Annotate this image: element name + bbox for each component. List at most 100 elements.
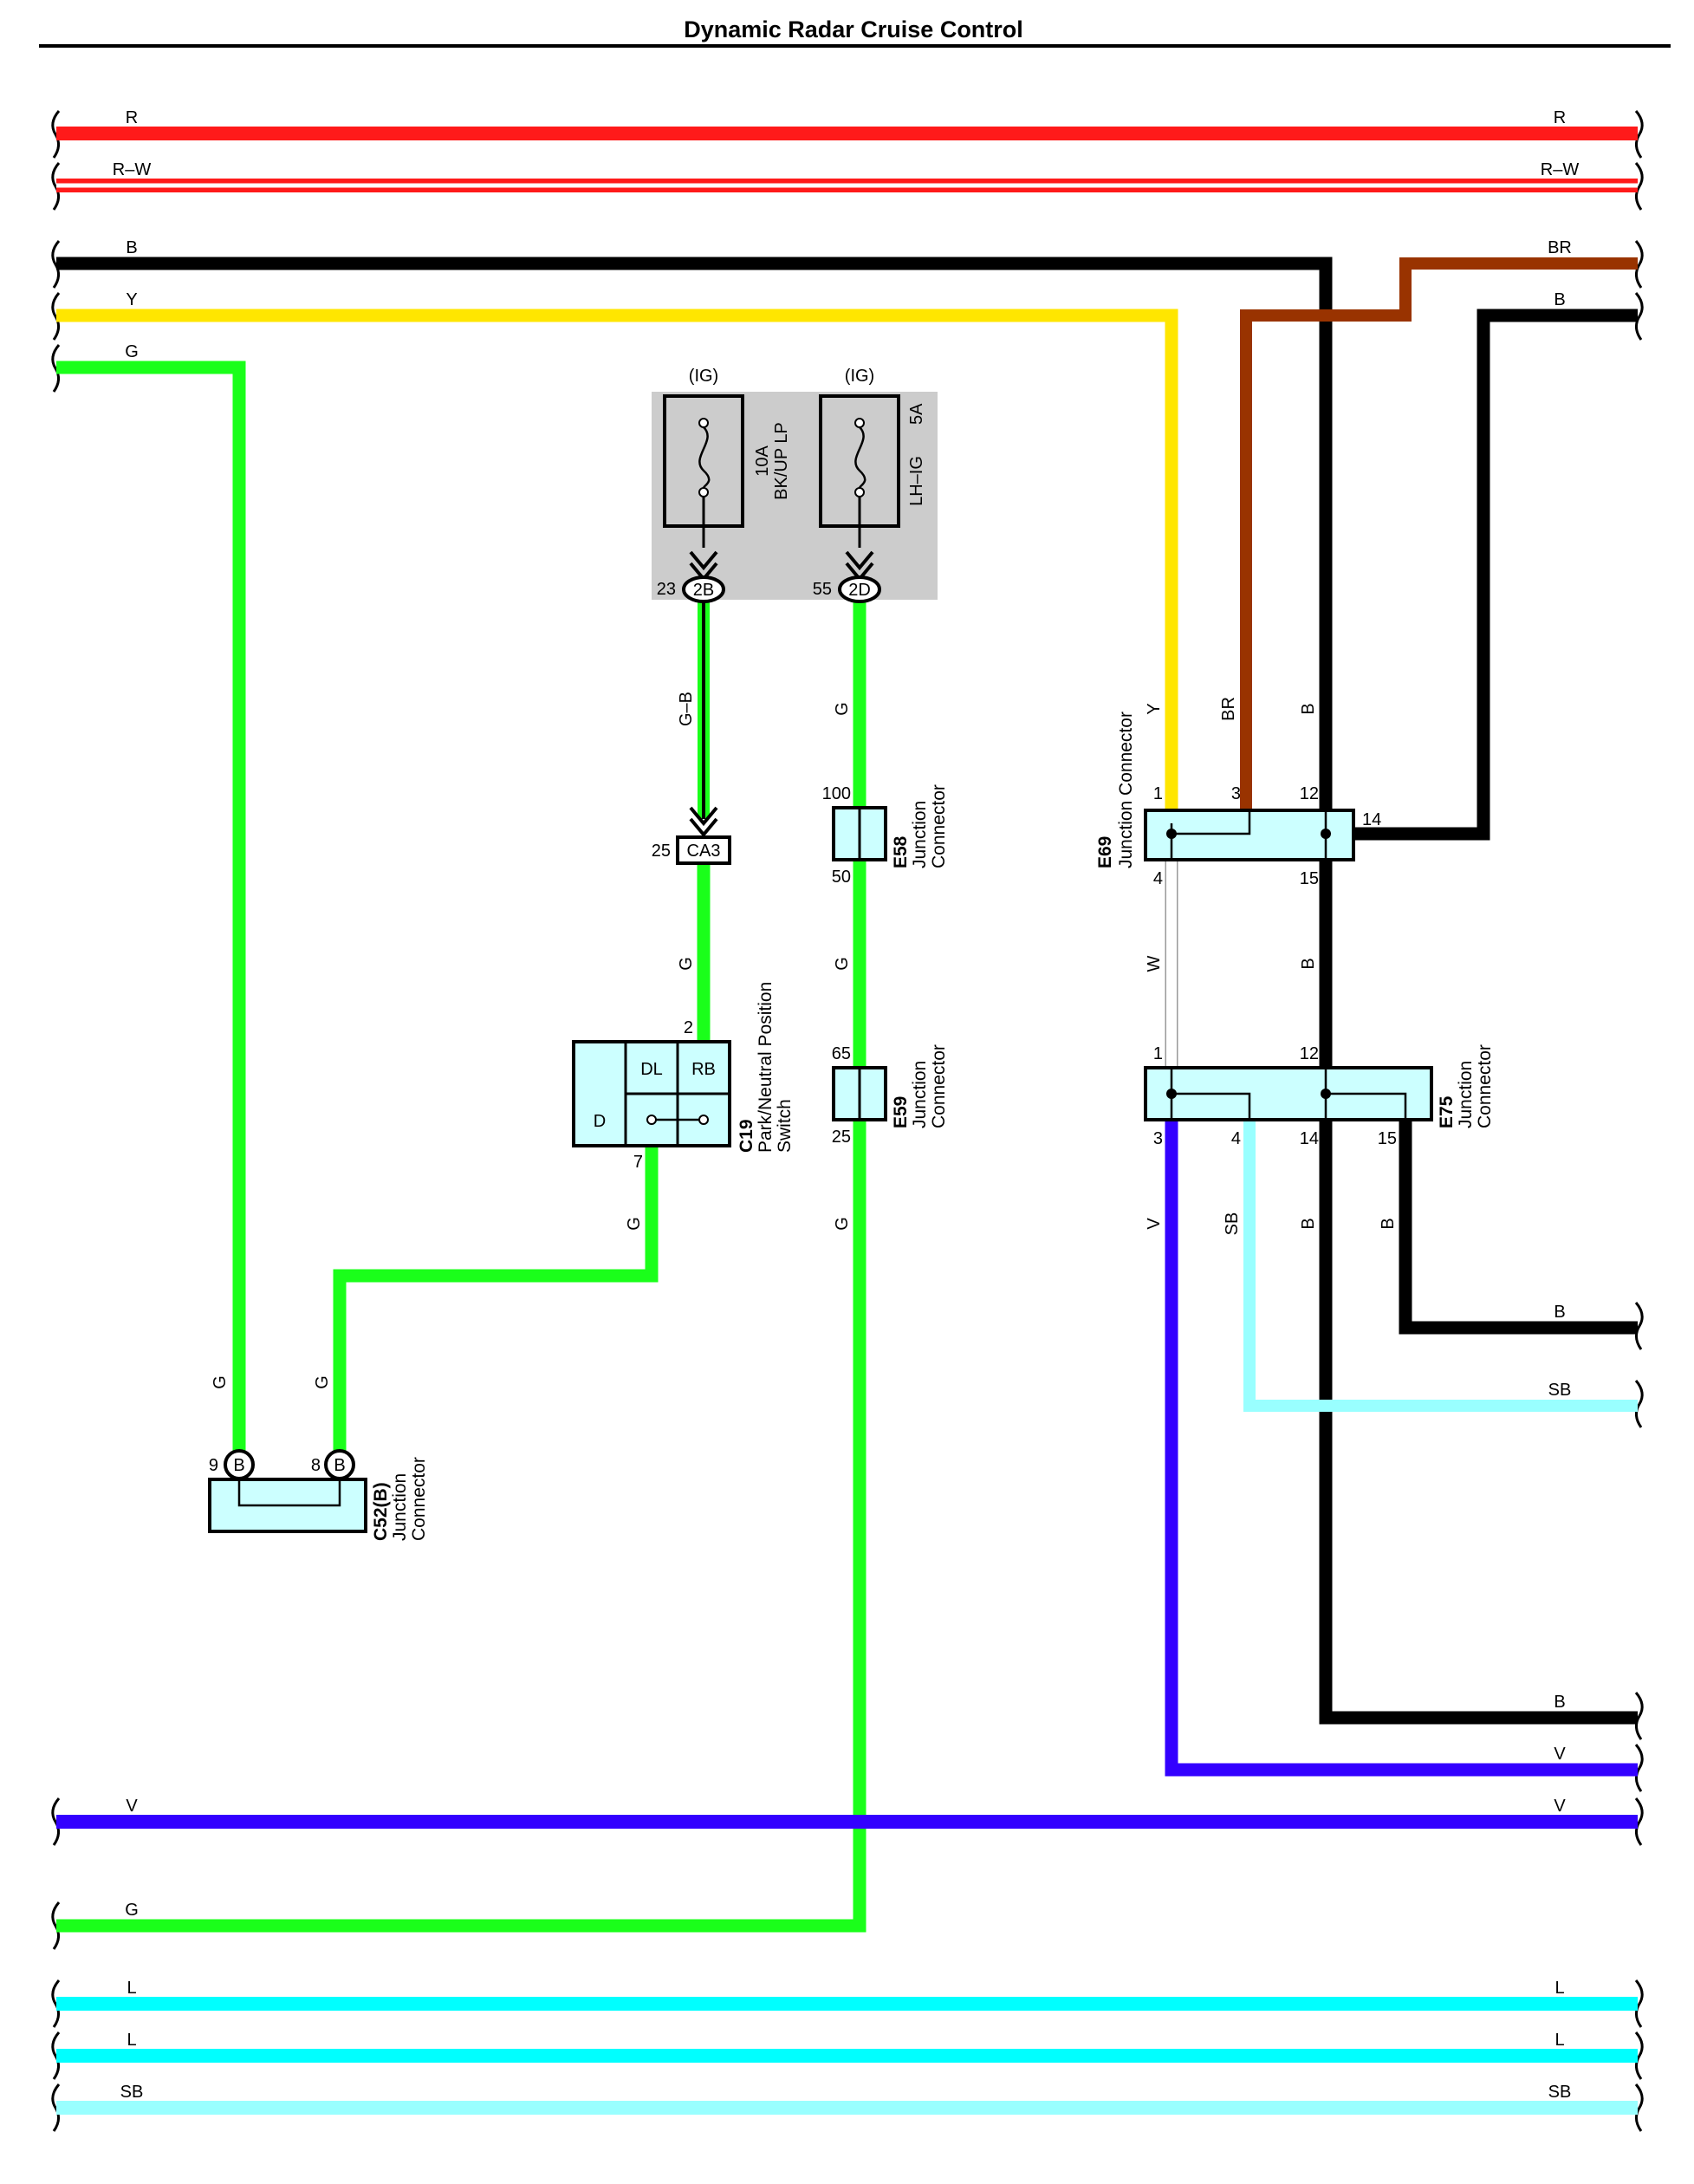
wire-sb-e75 [1243, 1120, 1638, 1412]
c52-pin8-circle [324, 1449, 355, 1480]
label-w-vert: W [1145, 955, 1164, 972]
c52-bus [237, 1473, 341, 1507]
connector-e75: 1 12 3 4 14 15 E75 Junction Connector [1144, 1044, 1495, 1148]
fuse2-connector-id: 2D [848, 581, 871, 600]
e69-splice-left [1166, 829, 1177, 839]
c19-pin-out: 7 [633, 1153, 643, 1172]
e69-pin-3: 3 [1231, 784, 1241, 803]
e58-pin-top: 100 [822, 784, 851, 803]
label-r-left: R [126, 108, 138, 127]
e59-pin-top: 65 [832, 1044, 851, 1063]
c19-cell-dl: DL [640, 1060, 663, 1079]
label-b-right: B [1554, 290, 1565, 309]
label-b-12-vert: B [1299, 703, 1318, 714]
e75-id: E75 [1437, 1095, 1457, 1128]
c52-pin9-circle [224, 1449, 255, 1480]
e69-pin-1: 1 [1153, 784, 1163, 803]
label-g-left: G [125, 342, 139, 361]
e69-bus-left [1172, 810, 1251, 835]
fuse2-name: LH–IG [907, 456, 926, 506]
c19-cell-d: D [594, 1112, 606, 1131]
label-g-e58: G [833, 957, 852, 971]
label-g-ca3: G [677, 957, 696, 971]
e59-pin-bottom: 25 [832, 1128, 851, 1147]
label-v-e75-vert: V [1145, 1218, 1164, 1230]
label-b-main-right: B [1554, 1693, 1565, 1712]
e75-pin-1: 1 [1153, 1044, 1163, 1063]
label-v-left: V [126, 1797, 138, 1816]
fuse1-terminal-bottom [698, 487, 709, 497]
label-rw-left: R–W [113, 160, 152, 179]
e69-pin-4: 4 [1153, 869, 1163, 888]
e58-pin-bottom: 50 [832, 868, 851, 887]
fuse1-terminal-top [698, 418, 709, 428]
e75-pin-4: 4 [1231, 1129, 1241, 1148]
label-sb-left: SB [120, 2083, 144, 2102]
c52-pin-left: 9 [209, 1456, 218, 1475]
c52-id: C52(B) [371, 1482, 391, 1541]
e75-name-line1: Junction [1456, 1061, 1476, 1128]
connector-c52: B B 9 8 C52(B) Junction Connector [208, 1449, 429, 1541]
label-sb-e75-right: SB [1548, 1381, 1572, 1400]
fuse1-element-icon [698, 426, 711, 489]
label-sb-e75-vert: SB [1223, 1212, 1242, 1236]
e75-name-line2: Connector [1475, 1044, 1495, 1128]
c19-cell-rb: RB [691, 1060, 716, 1079]
fuse1-connector [682, 575, 725, 603]
label-g-c19-out: G [625, 1217, 644, 1231]
label-b-e75-15-vert: B [1379, 1218, 1398, 1229]
label-g-e59: G [833, 1217, 852, 1231]
label-r-right: R [1554, 108, 1566, 127]
vertical-wire-labels: G–B G G G G G G G Y BR B W B V SB B B [211, 692, 1398, 1389]
wire-v-e75 [1165, 1120, 1638, 1777]
wire-labels: R R R–W R–W B BR Y B G B SB B V V V G L … [113, 108, 1580, 2102]
label-l2-left: L [127, 2031, 136, 2050]
right-wire-breaks [1634, 110, 1644, 2132]
label-l2-right: L [1554, 2031, 1564, 2050]
fuse1-rating: 10A [753, 445, 772, 477]
label-sb-right: SB [1548, 2083, 1572, 2102]
label-g-fuse2: G [833, 702, 852, 716]
e69-pin-12: 12 [1300, 784, 1319, 803]
e75-splice-left [1166, 1089, 1177, 1099]
ca3-box [676, 835, 731, 865]
fuse2-terminal-top [854, 418, 865, 428]
label-y-vert: Y [1145, 703, 1164, 714]
c19-pin-in: 2 [684, 1018, 693, 1037]
e69-id: E69 [1095, 836, 1115, 868]
label-b-e75-14-vert: B [1299, 1218, 1318, 1229]
connector-e69: 1 3 12 14 4 15 E69 Junction Connector [1095, 712, 1381, 888]
e69-name: Junction Connector [1116, 712, 1136, 868]
c52-pin9-label: B [233, 1456, 244, 1475]
label-v-right: V [1554, 1797, 1566, 1816]
ca3-pin: 25 [652, 842, 671, 861]
fuse-lh-ig: (IG) 5A LH–IG 55 2D [813, 367, 926, 603]
c52-name-line2: Connector [409, 1457, 429, 1541]
c52-name-line1: Junction [390, 1473, 410, 1541]
e75-bus-left [1172, 1092, 1251, 1120]
wire-g-top [56, 361, 246, 1456]
diagram-title: Dynamic Radar Cruise Control [684, 16, 1023, 42]
wire-b-main [1319, 860, 1638, 1725]
label-g-c52-right: G [313, 1375, 332, 1389]
left-wire-breaks [51, 110, 61, 2132]
c52-pin8-label: B [334, 1456, 345, 1475]
label-b-left: B [126, 238, 137, 257]
c19-name-line1: Park/Neutral Position [756, 982, 776, 1153]
e59-name-line1: Junction [910, 1061, 930, 1128]
c19-name-line2: Switch [775, 1099, 795, 1153]
e69-splice-right [1321, 829, 1331, 839]
e58-name-line1: Junction [910, 801, 930, 868]
fuse2-rating: 5A [907, 403, 926, 425]
c19-id: C19 [737, 1119, 756, 1153]
fuse1-connector-id: 2B [693, 581, 714, 600]
e75-pin-3: 3 [1153, 1129, 1163, 1148]
label-b-15-vert: B [1299, 958, 1318, 969]
label-br-right: BR [1548, 238, 1572, 257]
wires [56, 127, 1638, 2115]
fuse-bkup-lp: (IG) 10A BK/UP LP 23 2B [657, 367, 791, 603]
e59-id: E59 [891, 1096, 911, 1128]
e75-pin-12: 12 [1300, 1044, 1319, 1063]
e69-pin-14: 14 [1362, 810, 1381, 829]
